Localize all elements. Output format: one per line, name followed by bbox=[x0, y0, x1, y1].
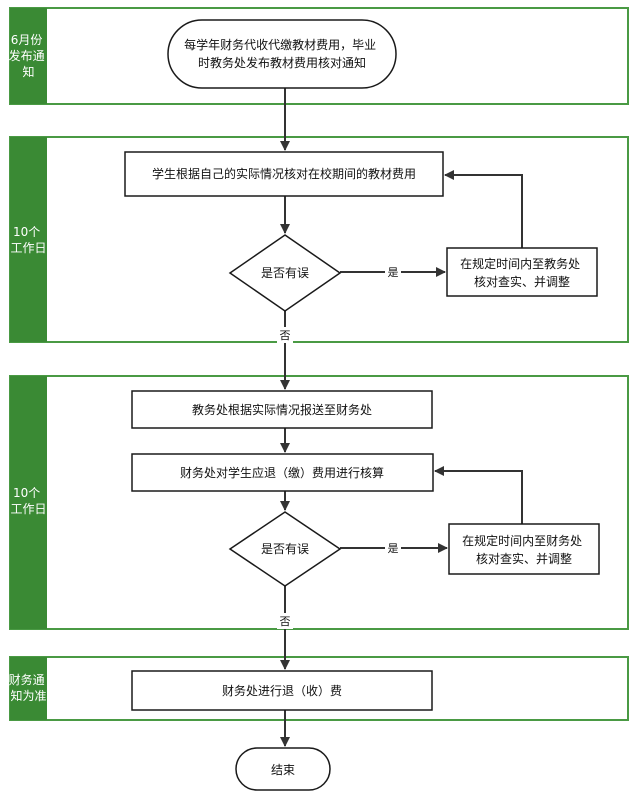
node-student-check: 学生根据自己的实际情况核对在校期间的教材费用 bbox=[124, 151, 444, 197]
edge-fix1-return bbox=[444, 170, 523, 248]
svg-text:在规定时间内至财务处 核对查实、并调整: 在规定时间内至财务处 核对查实、并调整 bbox=[462, 533, 586, 566]
edge-labels: 是 否 是 否 bbox=[277, 264, 401, 629]
svg-text:是否有误: 是否有误 bbox=[261, 266, 309, 280]
node-fix-2: 在规定时间内至财务处 核对查实、并调整 bbox=[448, 523, 600, 575]
label-yes-1: 是 bbox=[388, 266, 399, 279]
svg-text:财务处进行退（收）费: 财务处进行退（收）费 bbox=[222, 683, 342, 698]
node-accounting: 财务处对学生应退（缴）费用进行核算 bbox=[131, 453, 434, 492]
svg-text:财务处对学生应退（缴）费用进行核算: 财务处对学生应退（缴）费用进行核算 bbox=[180, 465, 384, 480]
svg-text:在规定时间内至教务处 核对查实、并调整: 在规定时间内至教务处 核对查实、并调整 bbox=[460, 256, 584, 289]
lane-final-label: 财务通 知为准 bbox=[9, 672, 49, 703]
svg-text:是否有误: 是否有误 bbox=[261, 542, 309, 556]
node-refund: 财务处进行退（收）费 bbox=[131, 670, 433, 711]
svg-text:教务处根据实际情况报送至财务处: 教务处根据实际情况报送至财务处 bbox=[192, 402, 372, 417]
svg-text:每学年财务代收代缴教材费用，毕业 时教务处发布教: 每学年财务代收代缴教材费用，毕业 时教务处发布教材费用核对通知 bbox=[184, 37, 380, 70]
lane-check2-label: 10个 工作日 bbox=[10, 486, 46, 516]
node-start: 每学年财务代收代缴教材费用，毕业 时教务处发布教材费用核对通知 bbox=[167, 19, 397, 89]
svg-text:学生根据自己的实际情况核对在校期间的教材费用: 学生根据自己的实际情况核对在校期间的教材费用 bbox=[152, 166, 416, 181]
label-yes-2: 是 bbox=[388, 542, 399, 555]
label-no-2: 否 bbox=[280, 615, 291, 628]
node-decision-1: 是否有误 bbox=[228, 234, 342, 312]
lane-notice-label: 6月份 发布通 知 bbox=[9, 33, 49, 79]
lane-check1-label: 10个 工作日 bbox=[10, 225, 46, 255]
node-report: 教务处根据实际情况报送至财务处 bbox=[131, 390, 433, 429]
edge-fix2-return bbox=[434, 466, 523, 524]
node-decision-2: 是否有误 bbox=[228, 511, 342, 587]
node-fix-1: 在规定时间内至教务处 核对查实、并调整 bbox=[446, 247, 598, 297]
label-no-1: 否 bbox=[280, 329, 291, 342]
node-end: 结束 bbox=[235, 747, 331, 791]
svg-text:结束: 结束 bbox=[271, 763, 295, 777]
